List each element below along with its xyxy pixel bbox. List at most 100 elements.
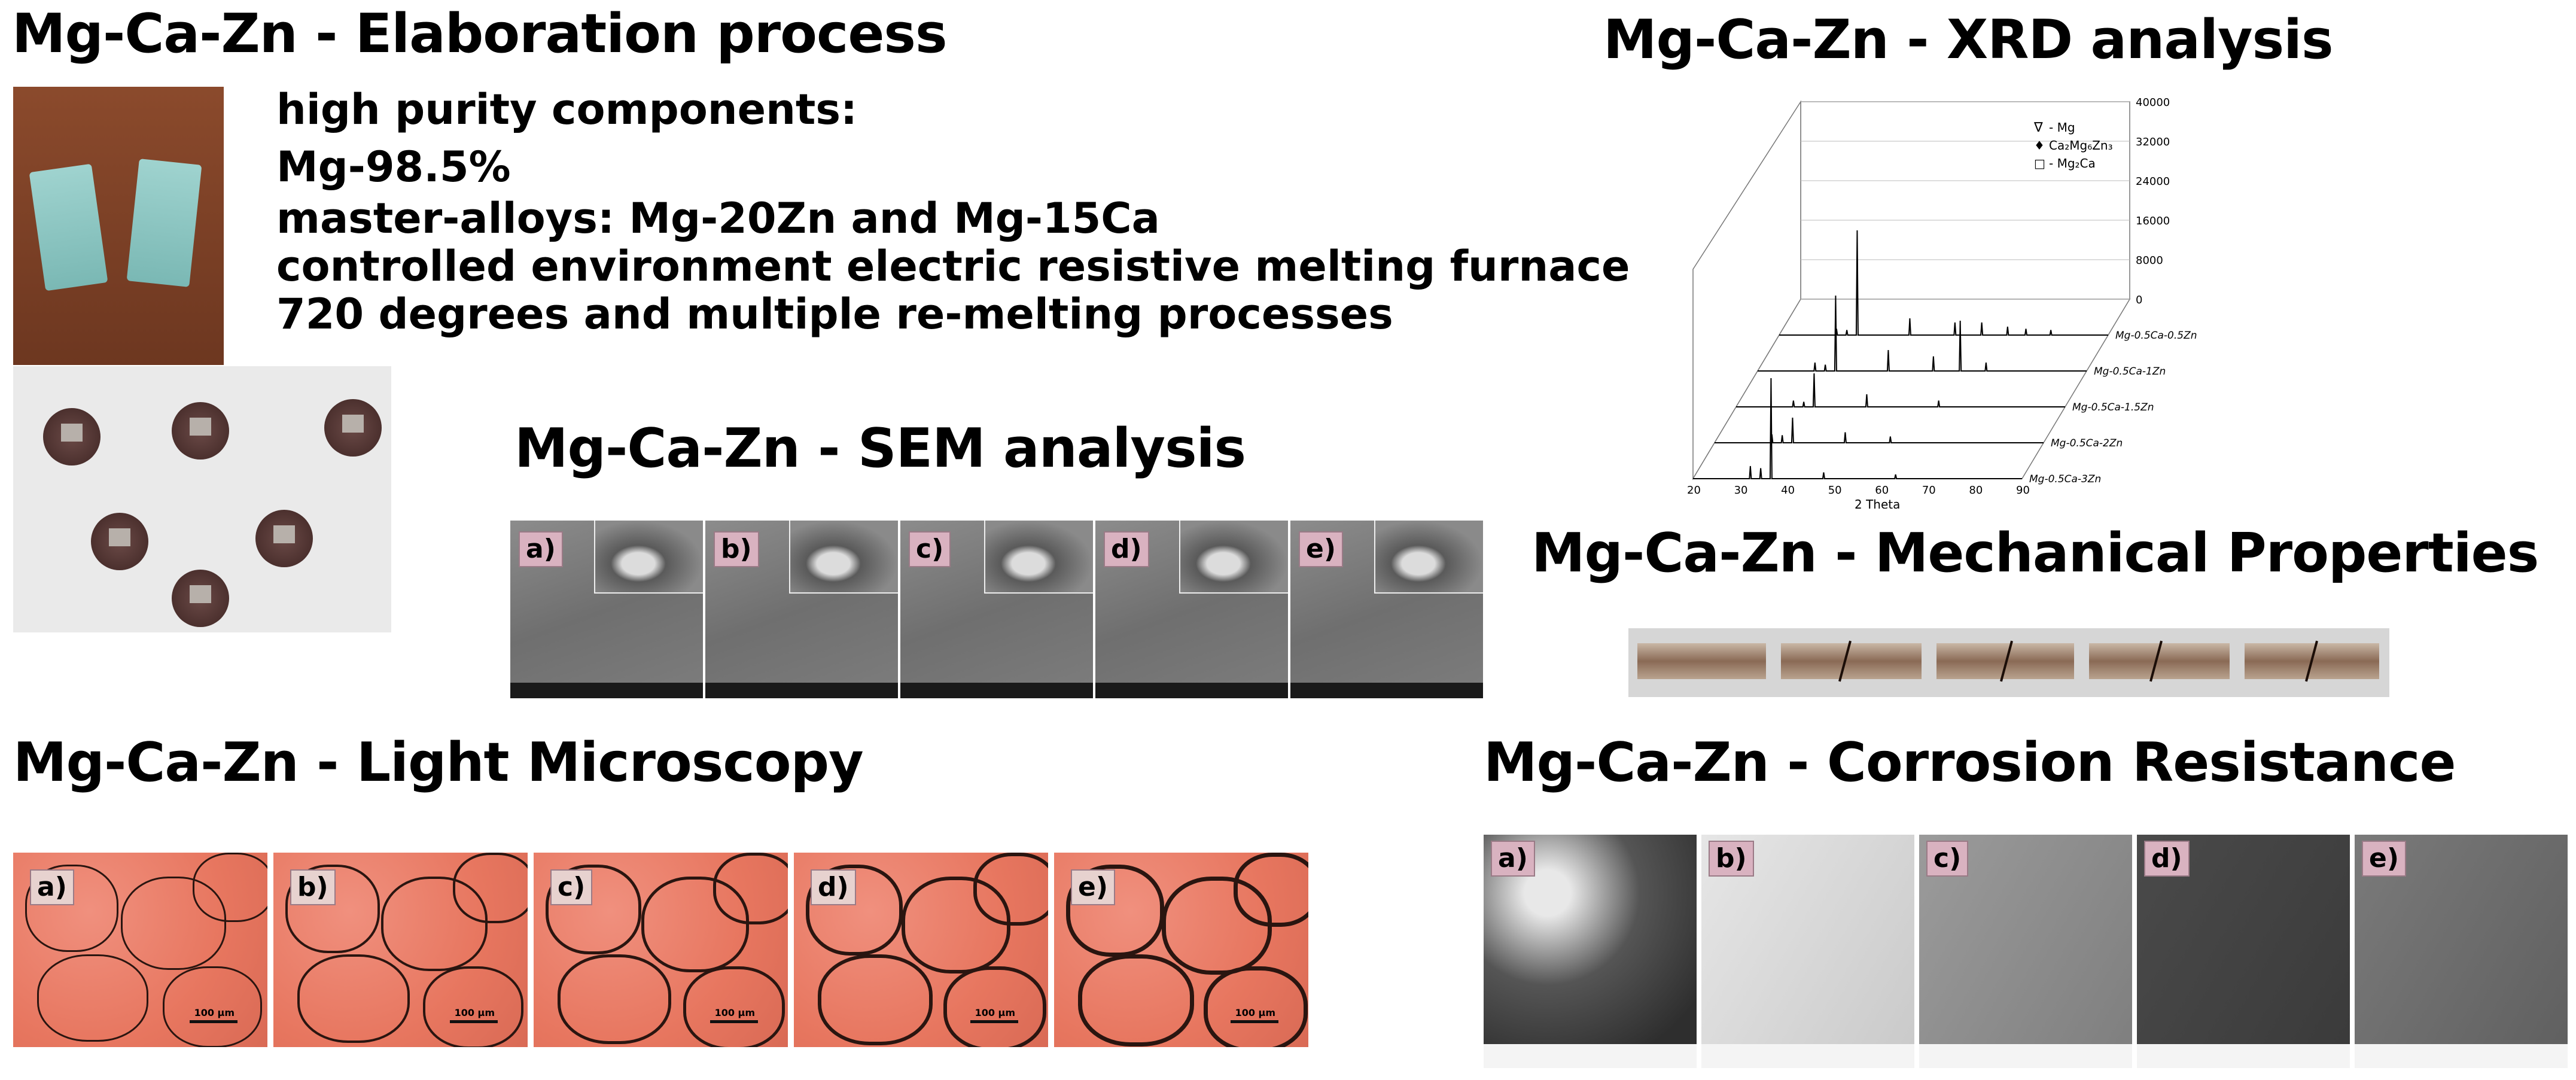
xrd-xlabel: 2 Theta [1855, 497, 1900, 509]
xrd-x-tick-label: 20 [1687, 484, 1701, 497]
xrd-legend-label: - Mg [2049, 120, 2075, 135]
tensile-specimens-photo [1628, 628, 2389, 697]
corrosion-info-bar [2355, 1044, 2568, 1068]
sample-disc [43, 408, 101, 466]
xrd-y-tick-label: 8000 [2136, 254, 2163, 267]
corrosion-image: c) [1919, 835, 2132, 1068]
corrosion-info-bar [1484, 1044, 1697, 1068]
tensile-specimen [1781, 643, 1922, 679]
grain-boundary [121, 877, 226, 970]
sem-info-bar [705, 683, 898, 698]
grain-boundary [943, 966, 1046, 1047]
xrd-series-label: Mg-0.5Ca-2Zn [2051, 437, 2123, 449]
sem-image-row: a)b)c)d)e) [510, 521, 1484, 698]
elaboration-line: Mg-98.5% [276, 142, 511, 191]
xrd-y-tick-label: 40000 [2136, 96, 2170, 109]
scale-bar [190, 1020, 237, 1023]
corrosion-panel-label: b) [1709, 841, 1754, 877]
grain-boundary [163, 966, 262, 1047]
light-microscopy-title: Mg-Ca-Zn - Light Microscopy [13, 731, 864, 794]
scale-bar [970, 1020, 1018, 1023]
xrd-series-label: Mg-0.5Ca-0.5Zn [2115, 330, 2197, 342]
grain-boundary [285, 865, 380, 953]
xrd-y-tick-label: 16000 [2136, 215, 2170, 227]
xrd-x-tick-label: 80 [1969, 484, 1983, 497]
scale-bar-label: 100 µm [454, 1007, 495, 1018]
scale-bar-label: 100 µm [194, 1007, 235, 1018]
grain-boundary [683, 966, 785, 1047]
grain-boundary [37, 954, 148, 1042]
corrosion-image: a) [1484, 835, 1697, 1068]
scale-bar [1231, 1020, 1278, 1023]
elaboration-line: high purity components: [276, 85, 858, 134]
corrosion-image: e) [2355, 835, 2568, 1068]
sem-inset-zoom [1179, 521, 1288, 594]
corrosion-info-bar [1919, 1044, 2132, 1068]
grain-boundary [297, 954, 410, 1043]
corrosion-title: Mg-Ca-Zn - Corrosion Resistance [1484, 731, 2456, 794]
light-panel-label: b) [290, 869, 336, 905]
xrd-x-tick-label: 90 [2016, 484, 2030, 497]
sem-panel-label: d) [1104, 531, 1149, 567]
xrd-series-label: Mg-0.5Ca-1Zn [2094, 366, 2166, 378]
sem-info-bar [900, 683, 1093, 698]
sem-image: d) [1095, 521, 1288, 698]
sem-info-bar [1095, 683, 1288, 698]
scale-bar [710, 1020, 758, 1023]
grain-boundary [1204, 966, 1308, 1047]
corrosion-panel-label: c) [1926, 841, 1969, 877]
xrd-series-line [1758, 295, 2087, 372]
sem-panel-label: a) [519, 531, 563, 567]
corrosion-panel-label: a) [1491, 841, 1535, 877]
samples-photo [13, 366, 391, 632]
xrd-title: Mg-Ca-Zn - XRD analysis [1603, 8, 2334, 71]
grain-boundary [641, 877, 749, 972]
xrd-legend: ∇ - Mg ♦ Ca₂Mg₆Zn₃ □ - Mg₂Ca [2033, 120, 2113, 171]
grain-boundary [558, 954, 671, 1044]
sem-inset-zoom [594, 521, 703, 594]
elaboration-line: master-alloys: Mg-20Zn and Mg-15Ca [276, 194, 1160, 243]
sem-info-bar [510, 683, 703, 698]
xrd-series-label: Mg-0.5Ca-1.5Zn [2072, 401, 2154, 413]
corrosion-row: a) b) c) d) e) [1484, 835, 2568, 1068]
xrd-series-label: Mg-0.5Ca-3Zn [2029, 473, 2101, 485]
sem-inset-zoom [789, 521, 898, 594]
xrd-legend-label: Ca₂Mg₆Zn₃ [2049, 138, 2113, 153]
sem-image: c) [900, 521, 1093, 698]
tensile-specimen [1637, 643, 1766, 679]
grain-boundary [423, 966, 523, 1047]
sem-info-bar [1290, 683, 1483, 698]
xrd-y-tick-label: 24000 [2136, 175, 2170, 188]
xrd-x-tick-label: 40 [1781, 484, 1795, 497]
light-panel-label: c) [550, 869, 593, 905]
grain-boundary [381, 877, 488, 971]
corrosion-panel-label: e) [2362, 841, 2406, 877]
light-microscopy-image: 100 µm e) [1054, 853, 1308, 1047]
sem-panel-label: b) [714, 531, 759, 567]
light-panel-label: e) [1071, 869, 1115, 905]
light-panel-label: a) [30, 869, 74, 905]
corrosion-info-bar [1701, 1044, 1914, 1068]
sem-panel-label: c) [909, 531, 951, 567]
corrosion-info-bar [2137, 1044, 2350, 1068]
sample-disc [324, 399, 382, 457]
grain-boundary [818, 954, 933, 1045]
ingot-piece-left [29, 163, 108, 291]
grain-boundary [1234, 853, 1308, 927]
xrd-legend-symbol: ∇ [2033, 120, 2043, 135]
elaboration-line: controlled environment electric resistiv… [276, 242, 1630, 291]
light-microscopy-image: 100 µm a) [13, 853, 267, 1047]
scale-bar-label: 100 µm [1235, 1007, 1275, 1018]
sem-image: a) [510, 521, 703, 698]
xrd-x-tick-label: 60 [1875, 484, 1889, 497]
grain-boundary [453, 853, 528, 923]
grain-boundary [973, 853, 1048, 926]
sem-title: Mg-Ca-Zn - SEM analysis [514, 417, 1246, 480]
corrosion-image: d) [2137, 835, 2350, 1068]
xrd-x-tick-label: 30 [1734, 484, 1748, 497]
xrd-back-wall [1800, 101, 2130, 300]
sem-image: b) [705, 521, 898, 698]
